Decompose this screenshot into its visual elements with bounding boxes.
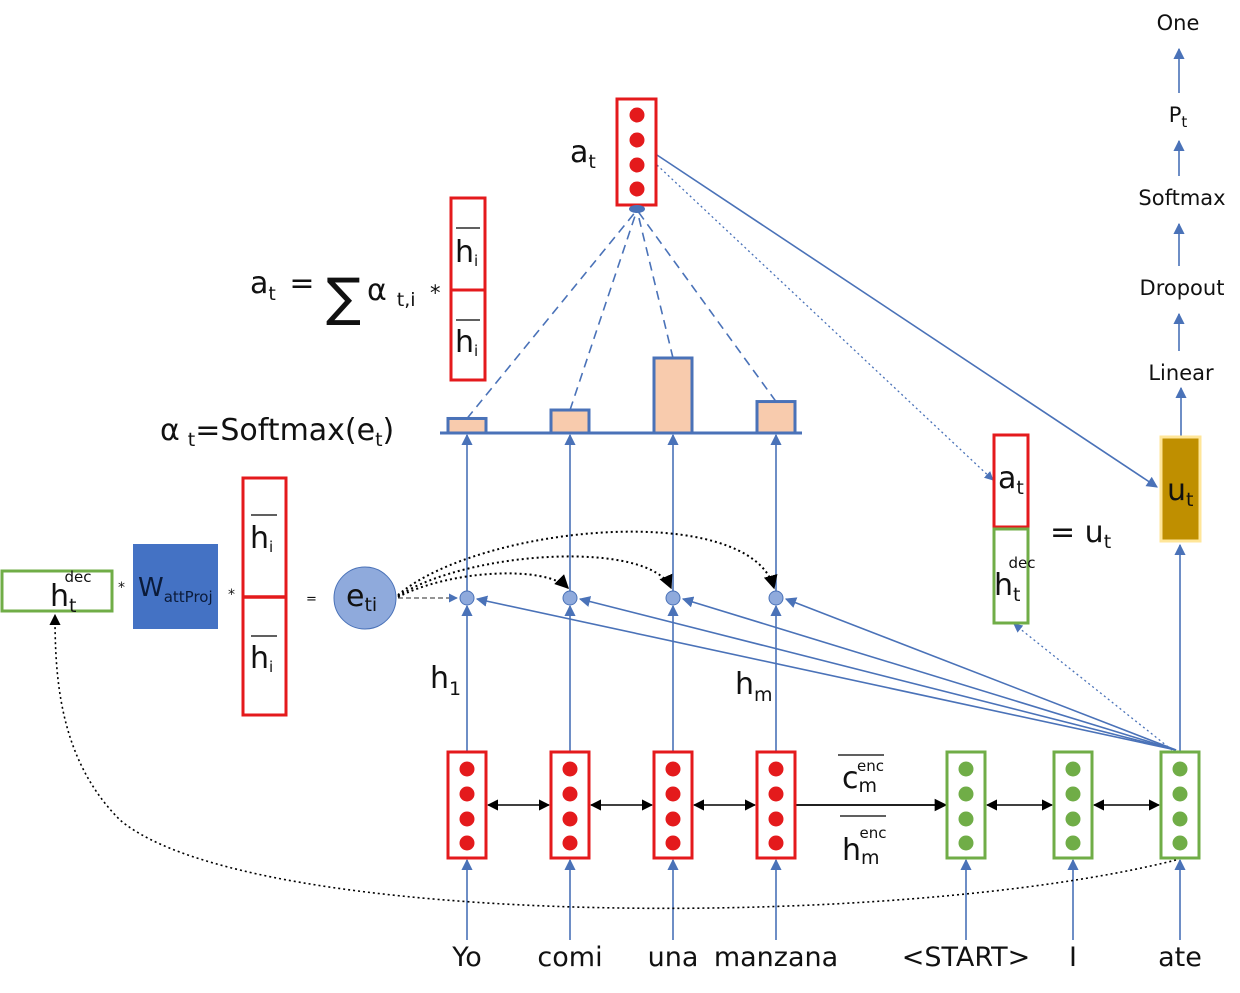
bar-to-at-dashed [569, 209, 638, 411]
encoder-unit [459, 811, 475, 827]
attention-node [459, 590, 475, 606]
attention-node [665, 590, 681, 606]
dec-feedback-curve [49, 613, 1177, 910]
concat-equals-label: = ut [1050, 515, 1111, 553]
input-word: ate [1158, 942, 1202, 973]
decoder-unit [1172, 811, 1188, 827]
decoder-unit [958, 786, 974, 802]
attention-bar [652, 356, 694, 435]
h1-label: h1 [430, 661, 461, 700]
bar-to-at-dashed [466, 209, 638, 419]
decoder-unit [1065, 811, 1081, 827]
eti-to-node3 [397, 555, 673, 597]
softmax-label: Softmax [1138, 186, 1225, 210]
concat-hdec-label: htdec [994, 554, 1035, 606]
decoder-unit [1172, 835, 1188, 851]
encoder-unit [562, 786, 578, 802]
score-equals: = [306, 592, 317, 607]
decoder-to-concat-dotted [1013, 623, 1173, 751]
formula-times: * [430, 281, 441, 305]
encoder-unit [562, 811, 578, 827]
h-enc-label: hmenc [842, 824, 887, 869]
formula-h-fwd: hi [455, 235, 478, 270]
decoder-to-node-line [784, 597, 1177, 751]
score-h-bwd: hi [250, 641, 273, 676]
attention-output-unit [629, 157, 645, 173]
encoder-unit [459, 786, 475, 802]
concat-hdec-box [992, 527, 1030, 625]
input-word: <START> [902, 942, 1031, 973]
encoder-unit [562, 761, 578, 777]
decoder-unit [1065, 835, 1081, 851]
at-to-ut-arrow [656, 154, 1158, 488]
attention-output-unit [629, 107, 645, 123]
linear-label: Linear [1148, 361, 1214, 385]
attention-bar [446, 416, 488, 435]
pt-label: Pt [1169, 103, 1188, 131]
decoder-unit [1172, 786, 1188, 802]
at-label: at [570, 135, 596, 173]
decoder-to-node-line [475, 595, 1177, 751]
encoder-unit [665, 786, 681, 802]
formula-h-bwd: hi [455, 325, 478, 360]
encoder-unit [768, 835, 784, 851]
score-h-fwd: hi [250, 521, 273, 556]
attention-output-unit [629, 132, 645, 148]
bar-to-at-dashed [636, 209, 777, 403]
hm-label: hm [735, 667, 773, 706]
encoder-unit [768, 786, 784, 802]
decoder-to-node-line [681, 596, 1177, 751]
input-word: I [1069, 942, 1077, 973]
one-label: One [1157, 11, 1200, 35]
input-word: manzana [714, 942, 838, 973]
concat-at-label: at [998, 461, 1024, 499]
decoder-unit [1065, 786, 1081, 802]
bar-to-at-dashed [636, 209, 674, 359]
attention-bar [755, 400, 797, 435]
decoder-unit [958, 835, 974, 851]
ut-label: ut [1167, 473, 1193, 511]
score-times-2: * [228, 587, 235, 603]
dropout-label: Dropout [1140, 276, 1225, 300]
w-attproj-box [133, 544, 218, 629]
at-to-concat-dotted [656, 164, 994, 481]
encoder-unit [665, 761, 681, 777]
decoder-unit [1065, 761, 1081, 777]
attention-output-unit [629, 181, 645, 197]
decoder-unit [1172, 761, 1188, 777]
eti-label: eti [346, 579, 377, 616]
encoder-unit [562, 835, 578, 851]
eti-circle [333, 566, 397, 630]
formula-lhs: at = [250, 266, 315, 305]
ut-box [1159, 435, 1202, 543]
attention-merge-point [629, 205, 645, 213]
encoder-unit [768, 761, 784, 777]
w-attproj-label: WattProj [138, 573, 213, 606]
hdec-box [0, 569, 114, 613]
encoder-unit [665, 835, 681, 851]
input-word: una [648, 942, 699, 973]
decoder-unit [958, 811, 974, 827]
encoder-unit [768, 811, 784, 827]
encoder-unit [459, 761, 475, 777]
attention-node [768, 590, 784, 606]
eti-to-node4 [397, 530, 778, 596]
sigma-symbol: ∑ [326, 268, 361, 328]
attention-bar [549, 408, 591, 435]
input-word: Yo [451, 942, 481, 973]
concat-at-box [992, 433, 1030, 529]
decoder-to-node-line [578, 596, 1177, 751]
c-enc-label: cmenc [842, 757, 884, 797]
decoder-unit [958, 761, 974, 777]
score-times-1: * [118, 580, 125, 596]
attention-node [562, 590, 578, 606]
encoder-unit [459, 835, 475, 851]
encoder-unit [665, 811, 681, 827]
hdec-label: htdec [50, 568, 91, 617]
input-word: comi [537, 942, 602, 973]
